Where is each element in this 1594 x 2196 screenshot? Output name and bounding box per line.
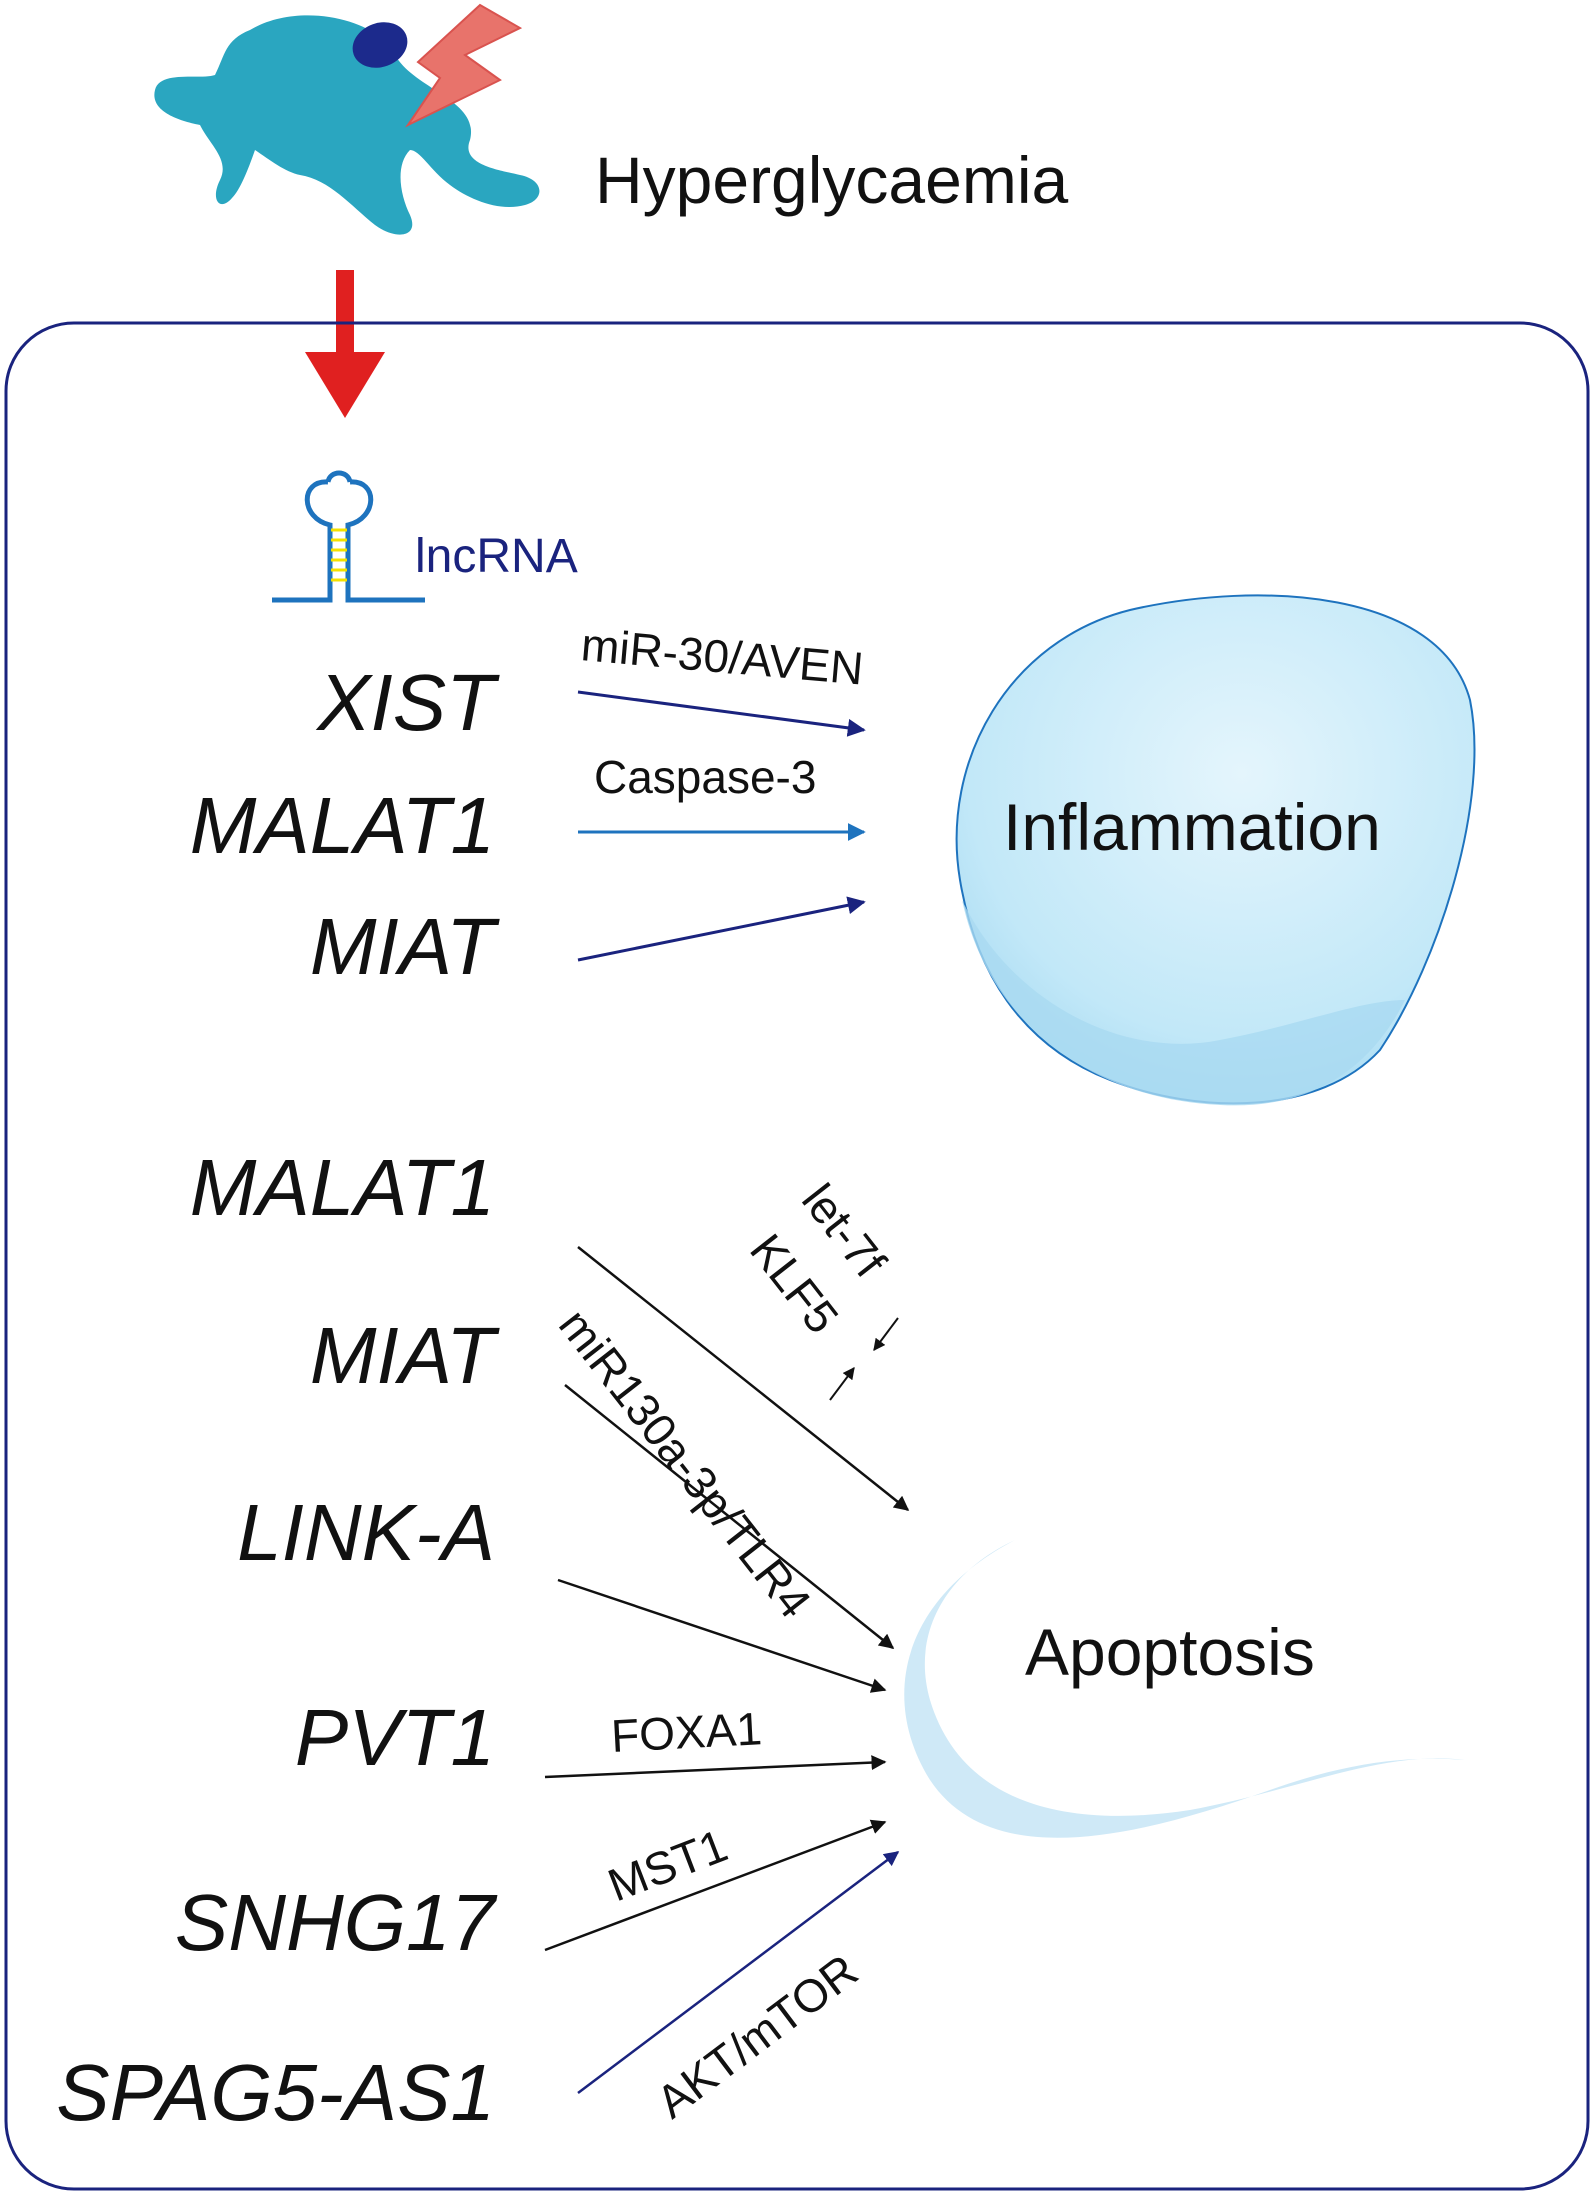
cell-icon xyxy=(154,15,540,235)
inflammation-label: Inflammation xyxy=(1003,790,1381,864)
gene-miat-apop: MIAT xyxy=(310,1311,500,1400)
stimulus-label: Hyperglycaemia xyxy=(595,143,1068,217)
lightning-icon xyxy=(405,3,523,128)
nucleus-icon xyxy=(352,22,408,68)
gene-pvt1: PVT1 xyxy=(295,1693,495,1782)
arrow-xist xyxy=(577,690,866,737)
arrow-snhg17 xyxy=(544,1819,887,1952)
lncrna-hairpin-icon xyxy=(272,470,425,603)
arrow-link-a xyxy=(557,1578,887,1693)
mediator-mir30-aven: miR-30/AVEN xyxy=(579,618,865,694)
apoptosis-shape xyxy=(904,1540,1465,1838)
mediator-caspase3: Caspase-3 xyxy=(594,751,816,803)
mediator-mir130a-tlr4: miR130a-3p/TLR4 xyxy=(549,1299,821,1627)
gene-miat-inflam: MIAT xyxy=(310,902,500,991)
arrow-miat-apop xyxy=(564,1384,895,1649)
apoptosis-label: Apoptosis xyxy=(1025,1615,1315,1689)
gene-malat1-inflam: MALAT1 xyxy=(190,781,495,870)
arrow-up-klf5 xyxy=(829,1367,855,1401)
lncrna-label: lncRNA xyxy=(415,530,578,583)
gene-link-a: LINK-A xyxy=(237,1488,495,1577)
mediator-mst1: MST1 xyxy=(601,1819,734,1912)
arrow-spag5-as1 xyxy=(577,1851,900,2094)
arrow-down-let7f xyxy=(873,1317,899,1351)
inflammation-blob-shadow xyxy=(962,900,1405,1106)
gene-malat1-apop: MALAT1 xyxy=(190,1143,495,1232)
gene-xist: XIST xyxy=(315,658,500,747)
arrow-malat1-apop xyxy=(577,1246,910,1511)
gene-spag5-as1: SPAG5-AS1 xyxy=(56,2048,495,2137)
mediator-foxa1: FOXA1 xyxy=(610,1702,763,1762)
mediator-akt-mtor: AKT/mTOR xyxy=(647,1944,867,2128)
panel-border xyxy=(4,321,1590,2191)
arrow-miat-inflam xyxy=(577,896,866,962)
gene-snhg17: SNHG17 xyxy=(175,1878,498,1967)
red-arrow xyxy=(305,270,385,418)
arrow-pvt1 xyxy=(544,1755,887,1779)
